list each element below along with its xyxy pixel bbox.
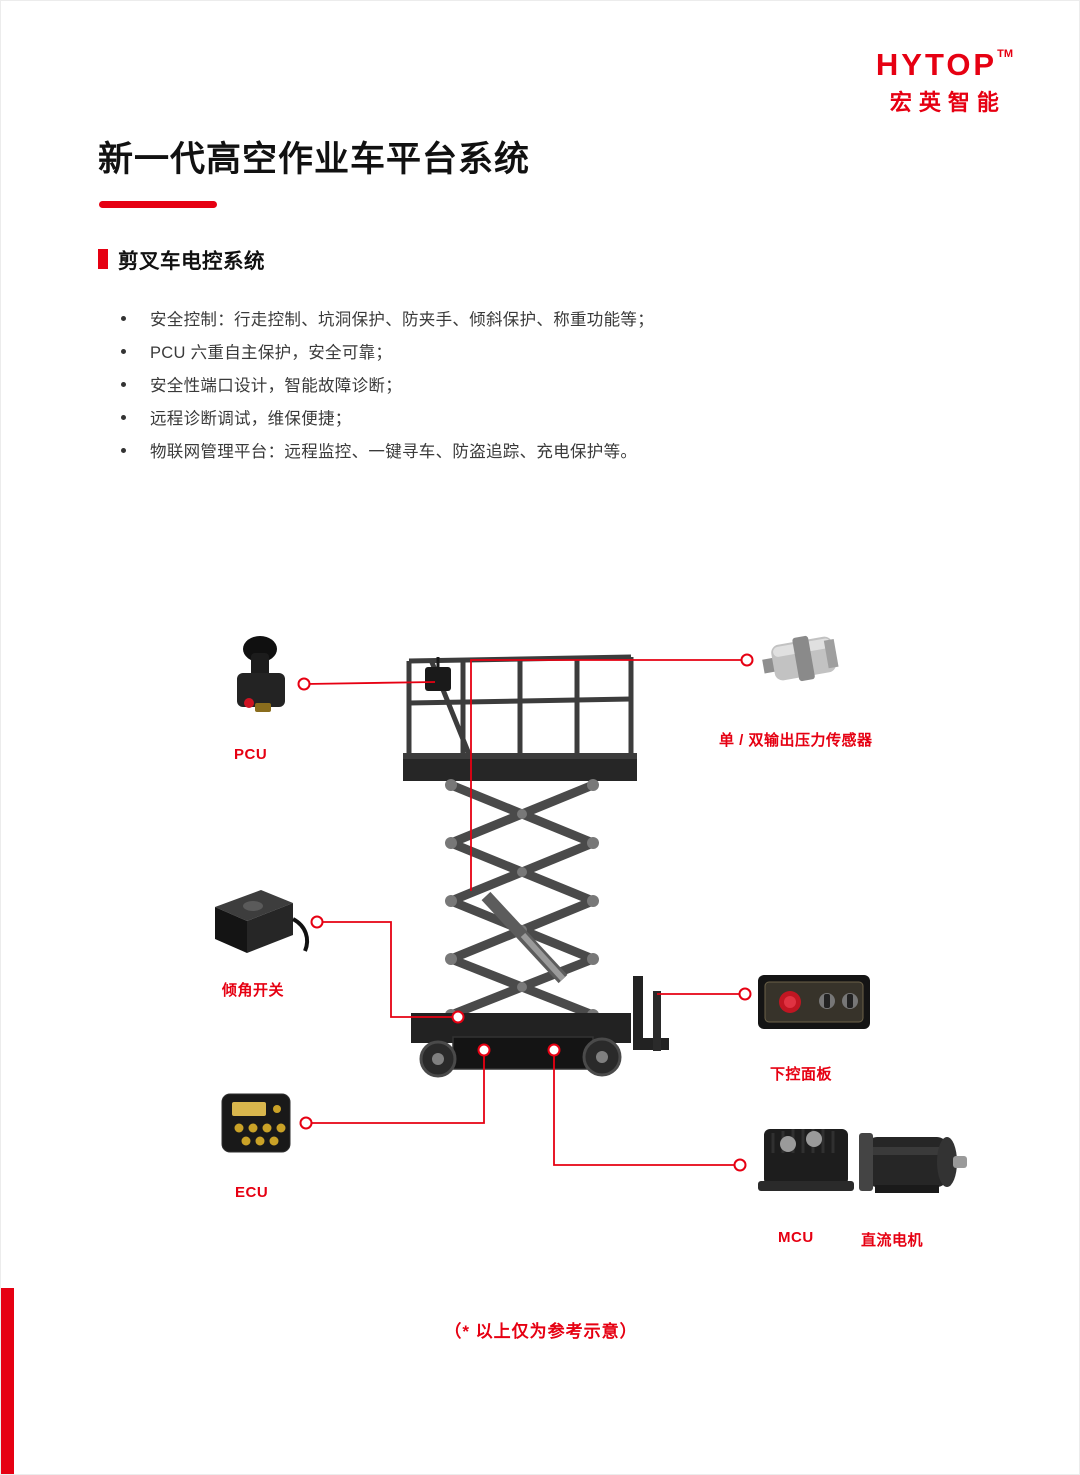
callout-lines bbox=[305, 659, 745, 1166]
label-mcu: MCU bbox=[778, 1229, 814, 1246]
page-title: 新一代高空作业车平台系统 bbox=[98, 140, 531, 179]
brand-name-text: HYTOP bbox=[875, 47, 998, 82]
scissor-lift-image bbox=[403, 654, 669, 1078]
trademark-symbol: TM bbox=[997, 48, 1013, 60]
pressure-sensor-image bbox=[762, 635, 839, 682]
label-pcu: PCU bbox=[234, 746, 268, 763]
label-ecu: ECU bbox=[235, 1184, 269, 1201]
title-underline bbox=[99, 201, 217, 208]
feature-text: PCU 六重自主保护，安全可靠； bbox=[150, 344, 393, 362]
brand-logo: HYTOPTM 宏英智能 bbox=[875, 47, 1013, 117]
feature-item: 安全性端口设计，智能故障诊断； bbox=[121, 370, 654, 403]
feature-item: 安全控制：行走控制、坑洞保护、防夹手、倾斜保护、称重功能等； bbox=[121, 304, 654, 337]
tilt-switch-image bbox=[215, 890, 310, 953]
feature-text: 安全控制：行走控制、坑洞保护、防夹手、倾斜保护、称重功能等； bbox=[150, 311, 654, 329]
feature-text: 安全性端口设计，智能故障诊断； bbox=[150, 377, 402, 395]
label-dc-motor: 直流电机 bbox=[861, 1232, 924, 1249]
bullet-dot bbox=[121, 448, 126, 453]
feature-item: PCU 六重自主保护，安全可靠； bbox=[121, 337, 654, 370]
section-heading-row: 剪叉车电控系统 bbox=[98, 244, 265, 274]
label-tilt-switch: 倾角开关 bbox=[222, 982, 285, 999]
left-accent-bar bbox=[1, 1288, 14, 1474]
brand-subtitle: 宏英智能 bbox=[889, 89, 1006, 115]
bullet-dot bbox=[121, 349, 126, 354]
mcu-image bbox=[758, 1129, 854, 1191]
bullet-dot bbox=[121, 316, 126, 321]
feature-text: 物联网管理平台：远程监控、一键寻车、防盗追踪、充电保护等。 bbox=[150, 443, 638, 461]
feature-text: 远程诊断调试，维保便捷； bbox=[150, 410, 352, 428]
label-pressure-sensor: 单 / 双输出压力传感器 bbox=[719, 732, 873, 749]
lower-control-panel-image bbox=[758, 975, 870, 1029]
feature-list: 安全控制：行走控制、坑洞保护、防夹手、倾斜保护、称重功能等； PCU 六重自主保… bbox=[121, 304, 654, 469]
pcu-image bbox=[237, 636, 285, 712]
bullet-dot bbox=[121, 382, 126, 387]
section-heading: 剪叉车电控系统 bbox=[118, 250, 265, 273]
footnote: （* 以上仅为参考示意） bbox=[444, 1322, 638, 1341]
label-lower-control-panel: 下控面板 bbox=[770, 1066, 833, 1083]
feature-item: 远程诊断调试，维保便捷； bbox=[121, 403, 654, 436]
section-marker bbox=[98, 249, 108, 269]
dc-motor-image bbox=[859, 1133, 967, 1193]
bullet-dot bbox=[121, 415, 126, 420]
feature-item: 物联网管理平台：远程监控、一键寻车、防盗追踪、充电保护等。 bbox=[121, 436, 654, 469]
ecu-image bbox=[221, 1093, 291, 1153]
callout-endpoints bbox=[297, 653, 754, 1172]
brand-name: HYTOPTM bbox=[875, 47, 1013, 82]
